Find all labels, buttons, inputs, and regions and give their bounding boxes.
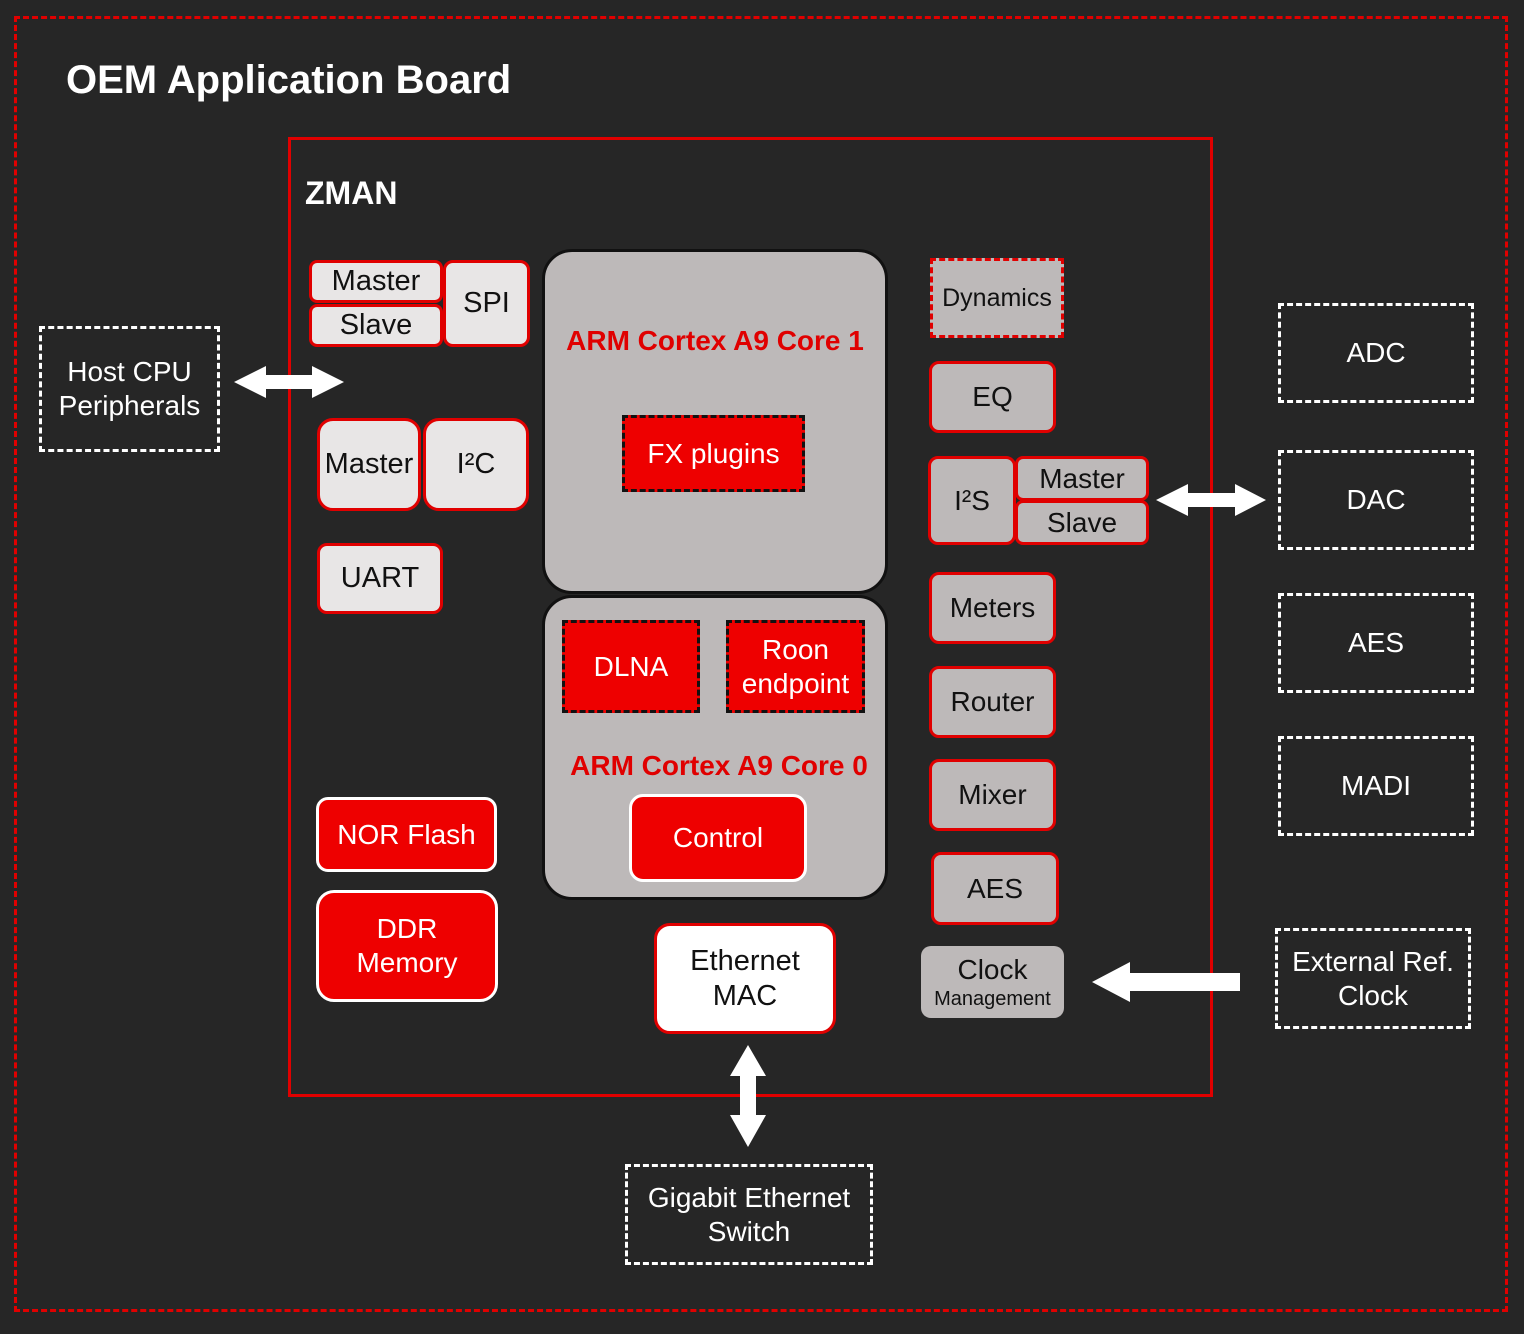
clock-management-block: Clock Management: [921, 946, 1064, 1018]
spi-slave: Slave: [309, 304, 443, 347]
dlna-block: DLNA: [562, 620, 700, 713]
i2s-dac-arrow: [1156, 484, 1266, 516]
host-cpu-line2: Peripherals: [58, 390, 201, 421]
mixer-block: Mixer: [929, 759, 1056, 831]
clock-line1: Clock: [957, 954, 1028, 986]
gbe-line2: Switch: [707, 1215, 791, 1247]
zman-title: ZMAN: [305, 175, 398, 211]
board-title: OEM Application Board: [66, 58, 512, 102]
control-block: Control: [629, 794, 807, 882]
clock-line2: Management: [934, 987, 1051, 1010]
external-ref-clock: External Ref. Clock: [1275, 928, 1471, 1029]
ethernet-mac-block: Ethernet MAC: [654, 923, 836, 1034]
ethernet-mac-line1: Ethernet: [690, 944, 800, 977]
spi-block: SPI: [443, 260, 530, 347]
meters-block: Meters: [929, 572, 1056, 644]
madi-block: MADI: [1278, 736, 1474, 836]
gigabit-ethernet-switch: Gigabit Ethernet Switch: [625, 1164, 873, 1265]
i2s-slave: Slave: [1015, 500, 1149, 545]
host-cpu-peripherals: Host CPU Peripherals: [39, 326, 220, 452]
router-block: Router: [929, 666, 1056, 738]
ddr-line1: DDR: [376, 913, 438, 945]
oem-board-frame: [14, 16, 1508, 1312]
gbe-line1: Gigabit Ethernet: [647, 1181, 851, 1213]
core-1-label: ARM Cortex A9 Core 1: [566, 325, 864, 357]
i2s-block: I²S: [928, 456, 1016, 545]
ethernet-switch-arrow: [730, 1045, 766, 1147]
core-0-label: ARM Cortex A9 Core 0: [570, 750, 868, 782]
roon-endpoint-block: Roon endpoint: [726, 620, 865, 713]
dynamics-block: Dynamics: [930, 258, 1064, 338]
uart-block: UART: [317, 543, 443, 614]
i2s-master: Master: [1015, 456, 1149, 501]
ethernet-mac-line2: MAC: [712, 979, 778, 1012]
spi-master: Master: [309, 260, 443, 303]
aes-block: AES: [931, 852, 1059, 925]
host-cpu-line1: Host CPU: [67, 356, 192, 388]
eq-block: EQ: [929, 361, 1056, 433]
adc-block: ADC: [1278, 303, 1474, 403]
ext-clock-line2: Clock: [1337, 979, 1408, 1011]
aes-external-block: AES: [1278, 593, 1474, 693]
fx-plugins-block: FX plugins: [622, 415, 805, 492]
ddr-memory-block: DDR Memory: [316, 890, 498, 1002]
dac-block: DAC: [1278, 450, 1474, 550]
nor-flash-block: NOR Flash: [316, 797, 497, 872]
ddr-line2: Memory: [356, 947, 458, 978]
roon-line1: Roon: [762, 633, 829, 665]
roon-line2: endpoint: [741, 667, 850, 699]
ext-clock-arrow: [1092, 962, 1240, 1002]
ext-clock-line1: External Ref.: [1292, 945, 1454, 977]
i2c-block: I²C: [423, 418, 529, 511]
i2c-master: Master: [317, 418, 421, 511]
host-cpu-arrow: [234, 366, 344, 398]
